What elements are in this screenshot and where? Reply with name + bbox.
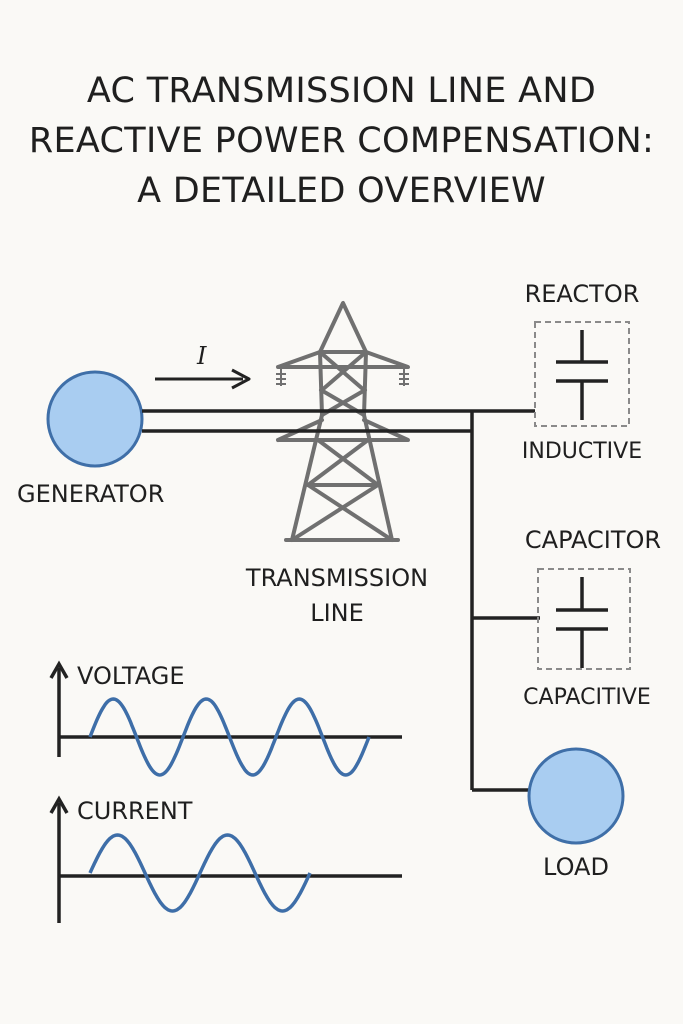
- voltage-wave: [88, 697, 371, 777]
- title-line-3: A DETAILED OVERVIEW: [137, 171, 546, 211]
- reactor-box: [534, 321, 630, 427]
- generator-circle: [46, 370, 144, 468]
- title-line-1: AC TRANSMISSION LINE AND: [86, 71, 597, 111]
- capacitor-box: [537, 568, 631, 670]
- inductive-label: INDUCTIVE: [521, 439, 643, 464]
- current-arrow-icon: [155, 368, 251, 390]
- current-label: CURRENT: [77, 797, 193, 825]
- transmission-tower-icon: [276, 301, 410, 542]
- load-label: LOAD: [543, 853, 609, 881]
- current-symbol: I: [196, 342, 207, 370]
- current-wave: [88, 833, 312, 913]
- load-circle: [527, 747, 625, 845]
- insulator-icons: [276, 367, 409, 386]
- voltage-label: VOLTAGE: [77, 662, 185, 690]
- transmission-line-label-2: LINE: [310, 599, 364, 627]
- reactor-label: REACTOR: [524, 280, 640, 308]
- current-axes: [49, 795, 402, 923]
- transmission-lines: [142, 409, 540, 792]
- capacitive-label: CAPACITIVE: [523, 685, 651, 710]
- title-line-2: REACTIVE POWER COMPENSATION:: [28, 121, 655, 161]
- reactor-icon: [556, 330, 608, 420]
- transmission-line-label-1: TRANSMISSION: [245, 564, 429, 592]
- diagram-title: AC TRANSMISSION LINE AND REACTIVE POWER …: [0, 66, 683, 216]
- generator-label: GENERATOR: [17, 480, 165, 508]
- capacitor-label: CAPACITOR: [524, 526, 662, 554]
- capacitor-icon: [556, 577, 608, 668]
